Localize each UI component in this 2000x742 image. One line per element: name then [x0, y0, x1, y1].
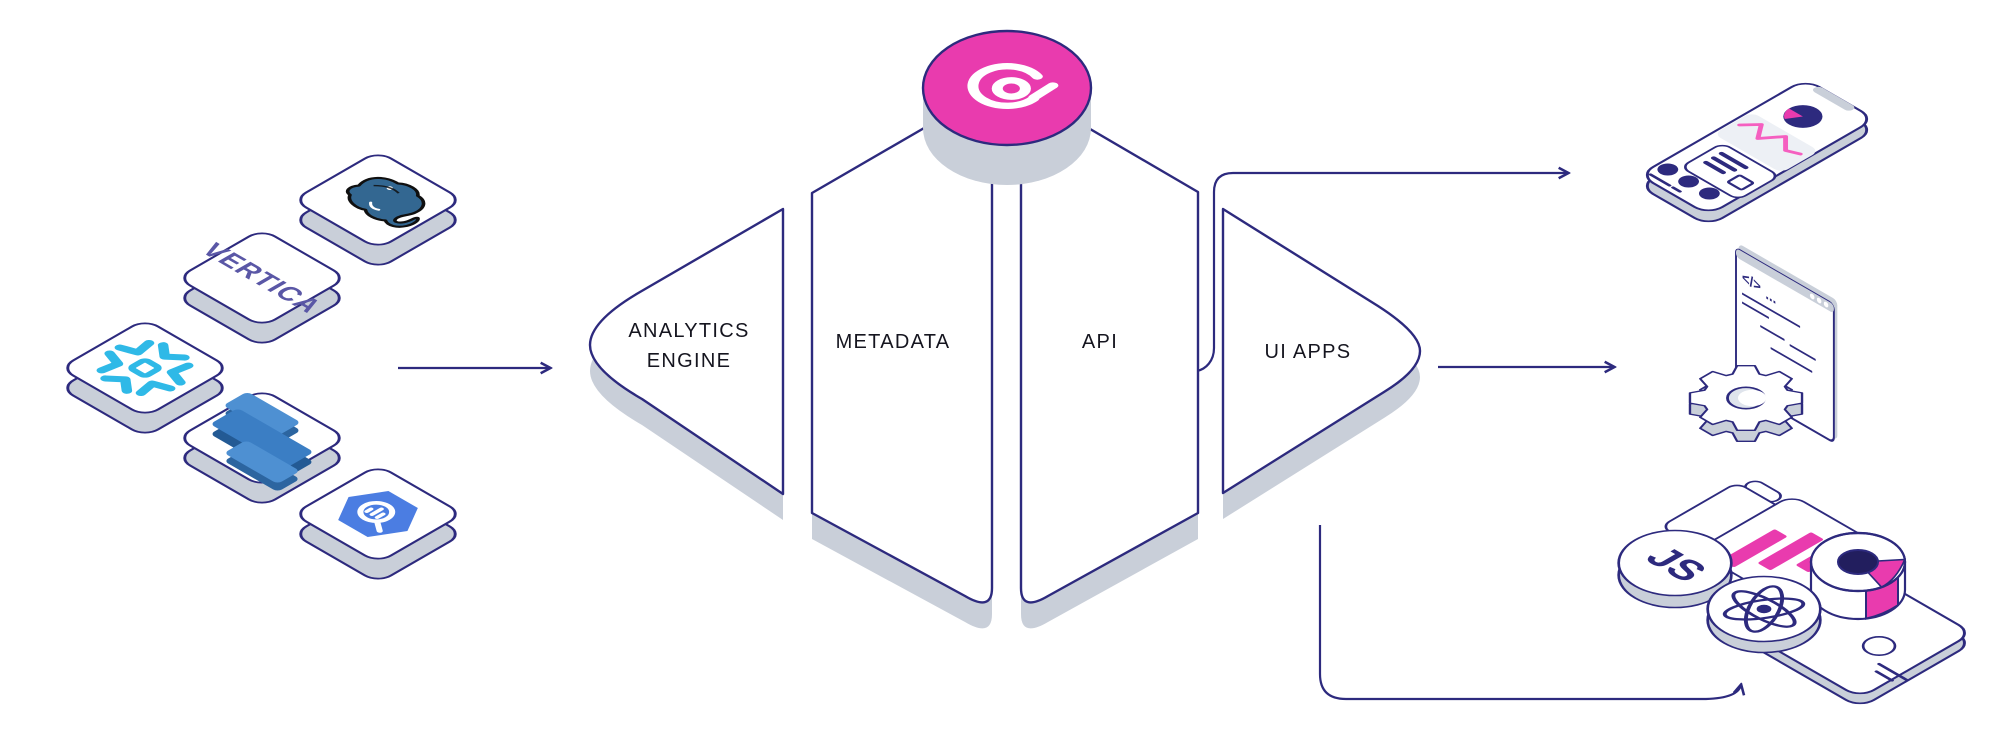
phone-notch — [1812, 86, 1855, 111]
flow-arrows — [398, 173, 1741, 701]
list-rows — [1703, 151, 1749, 175]
label-api: API — [1082, 331, 1118, 353]
donut-hole — [1837, 549, 1879, 575]
label-engine: ENGINE — [647, 350, 731, 372]
vertica-tile: VERTICA — [175, 227, 349, 349]
pie-chart-slice — [1784, 108, 1803, 119]
snowflake-tile — [58, 317, 232, 439]
window-dot — [1823, 301, 1829, 308]
arrow-uiapps-to-sdk — [1318, 525, 1741, 701]
nav-dot — [1657, 163, 1679, 176]
camera-dot — [1861, 636, 1897, 656]
label-analytics: ANALYTICS — [628, 320, 749, 342]
window-dot — [1809, 293, 1815, 300]
bigquery-tile — [291, 463, 465, 585]
list-button — [1726, 174, 1755, 191]
mobile-dashboard-illustration — [1645, 82, 1869, 223]
arrow-api-to-dashboard — [1196, 173, 1568, 373]
slice-ui-apps — [1221, 207, 1422, 495]
sdk-group-illustration: JS — [1617, 480, 1966, 705]
slice-metadata — [810, 89, 994, 604]
postgresql-tile — [291, 149, 465, 271]
react-icon — [1722, 585, 1806, 633]
line-chart-zigzag — [1737, 123, 1803, 156]
pink-bar — [1758, 532, 1824, 570]
pink-bar — [1722, 529, 1787, 567]
code-ellipsis: ... — [1765, 285, 1776, 308]
snowflake-icon — [96, 340, 194, 396]
code-window-titlebar — [1736, 249, 1834, 312]
platform-labels: ANALYTICS ENGINE METADATA API UI APPS — [628, 320, 1352, 372]
nav-dot — [1698, 187, 1720, 200]
speaker-lines — [1648, 173, 1682, 193]
code-lines — [1742, 292, 1816, 373]
gooddata-spiral-icon — [967, 63, 1059, 109]
line-chart-panel — [1717, 114, 1816, 171]
javascript-coin: JS — [1617, 529, 1733, 609]
slice-api — [1019, 89, 1200, 604]
tablet-speaker-lines — [1874, 662, 1909, 682]
gooddata-logo-disc — [921, 29, 1093, 147]
label-metadata: METADATA — [836, 331, 951, 353]
label-ui-apps: UI APPS — [1265, 341, 1352, 363]
js-coin-face — [1617, 529, 1733, 597]
redshift-tile — [175, 387, 349, 509]
bigquery-icon — [338, 491, 418, 537]
donut-chart — [1809, 531, 1907, 621]
nav-dot — [1678, 175, 1699, 188]
gooddata-logo-cylinder — [921, 29, 1093, 185]
slice-analytics-engine — [588, 207, 785, 496]
react-coin — [1706, 575, 1822, 654]
data-source-tiles: VERTICA — [58, 149, 465, 585]
code-window-illustration: </> ... — [1688, 245, 1838, 443]
postgresql-icon — [345, 176, 426, 228]
window-dot — [1816, 297, 1822, 304]
redshift-icon — [212, 392, 312, 491]
gear-icon — [1688, 364, 1804, 443]
platform-diamond: ANALYTICS ENGINE METADATA API UI APPS — [588, 29, 1422, 629]
